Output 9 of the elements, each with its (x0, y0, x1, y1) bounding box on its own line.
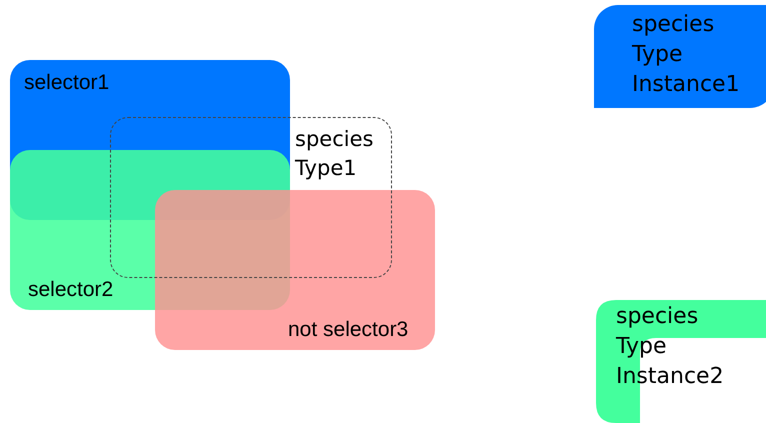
dashed-region (110, 117, 392, 278)
node-label: species Type1 (295, 126, 374, 182)
node-label: selector1 (24, 70, 110, 96)
node-label: not selector3 (288, 317, 410, 342)
node-label: selector2 (28, 277, 114, 302)
tab-shape (594, 5, 766, 108)
node-label: species Type Instance1 (632, 11, 741, 99)
corner-band (596, 300, 766, 423)
set-region (155, 190, 435, 350)
